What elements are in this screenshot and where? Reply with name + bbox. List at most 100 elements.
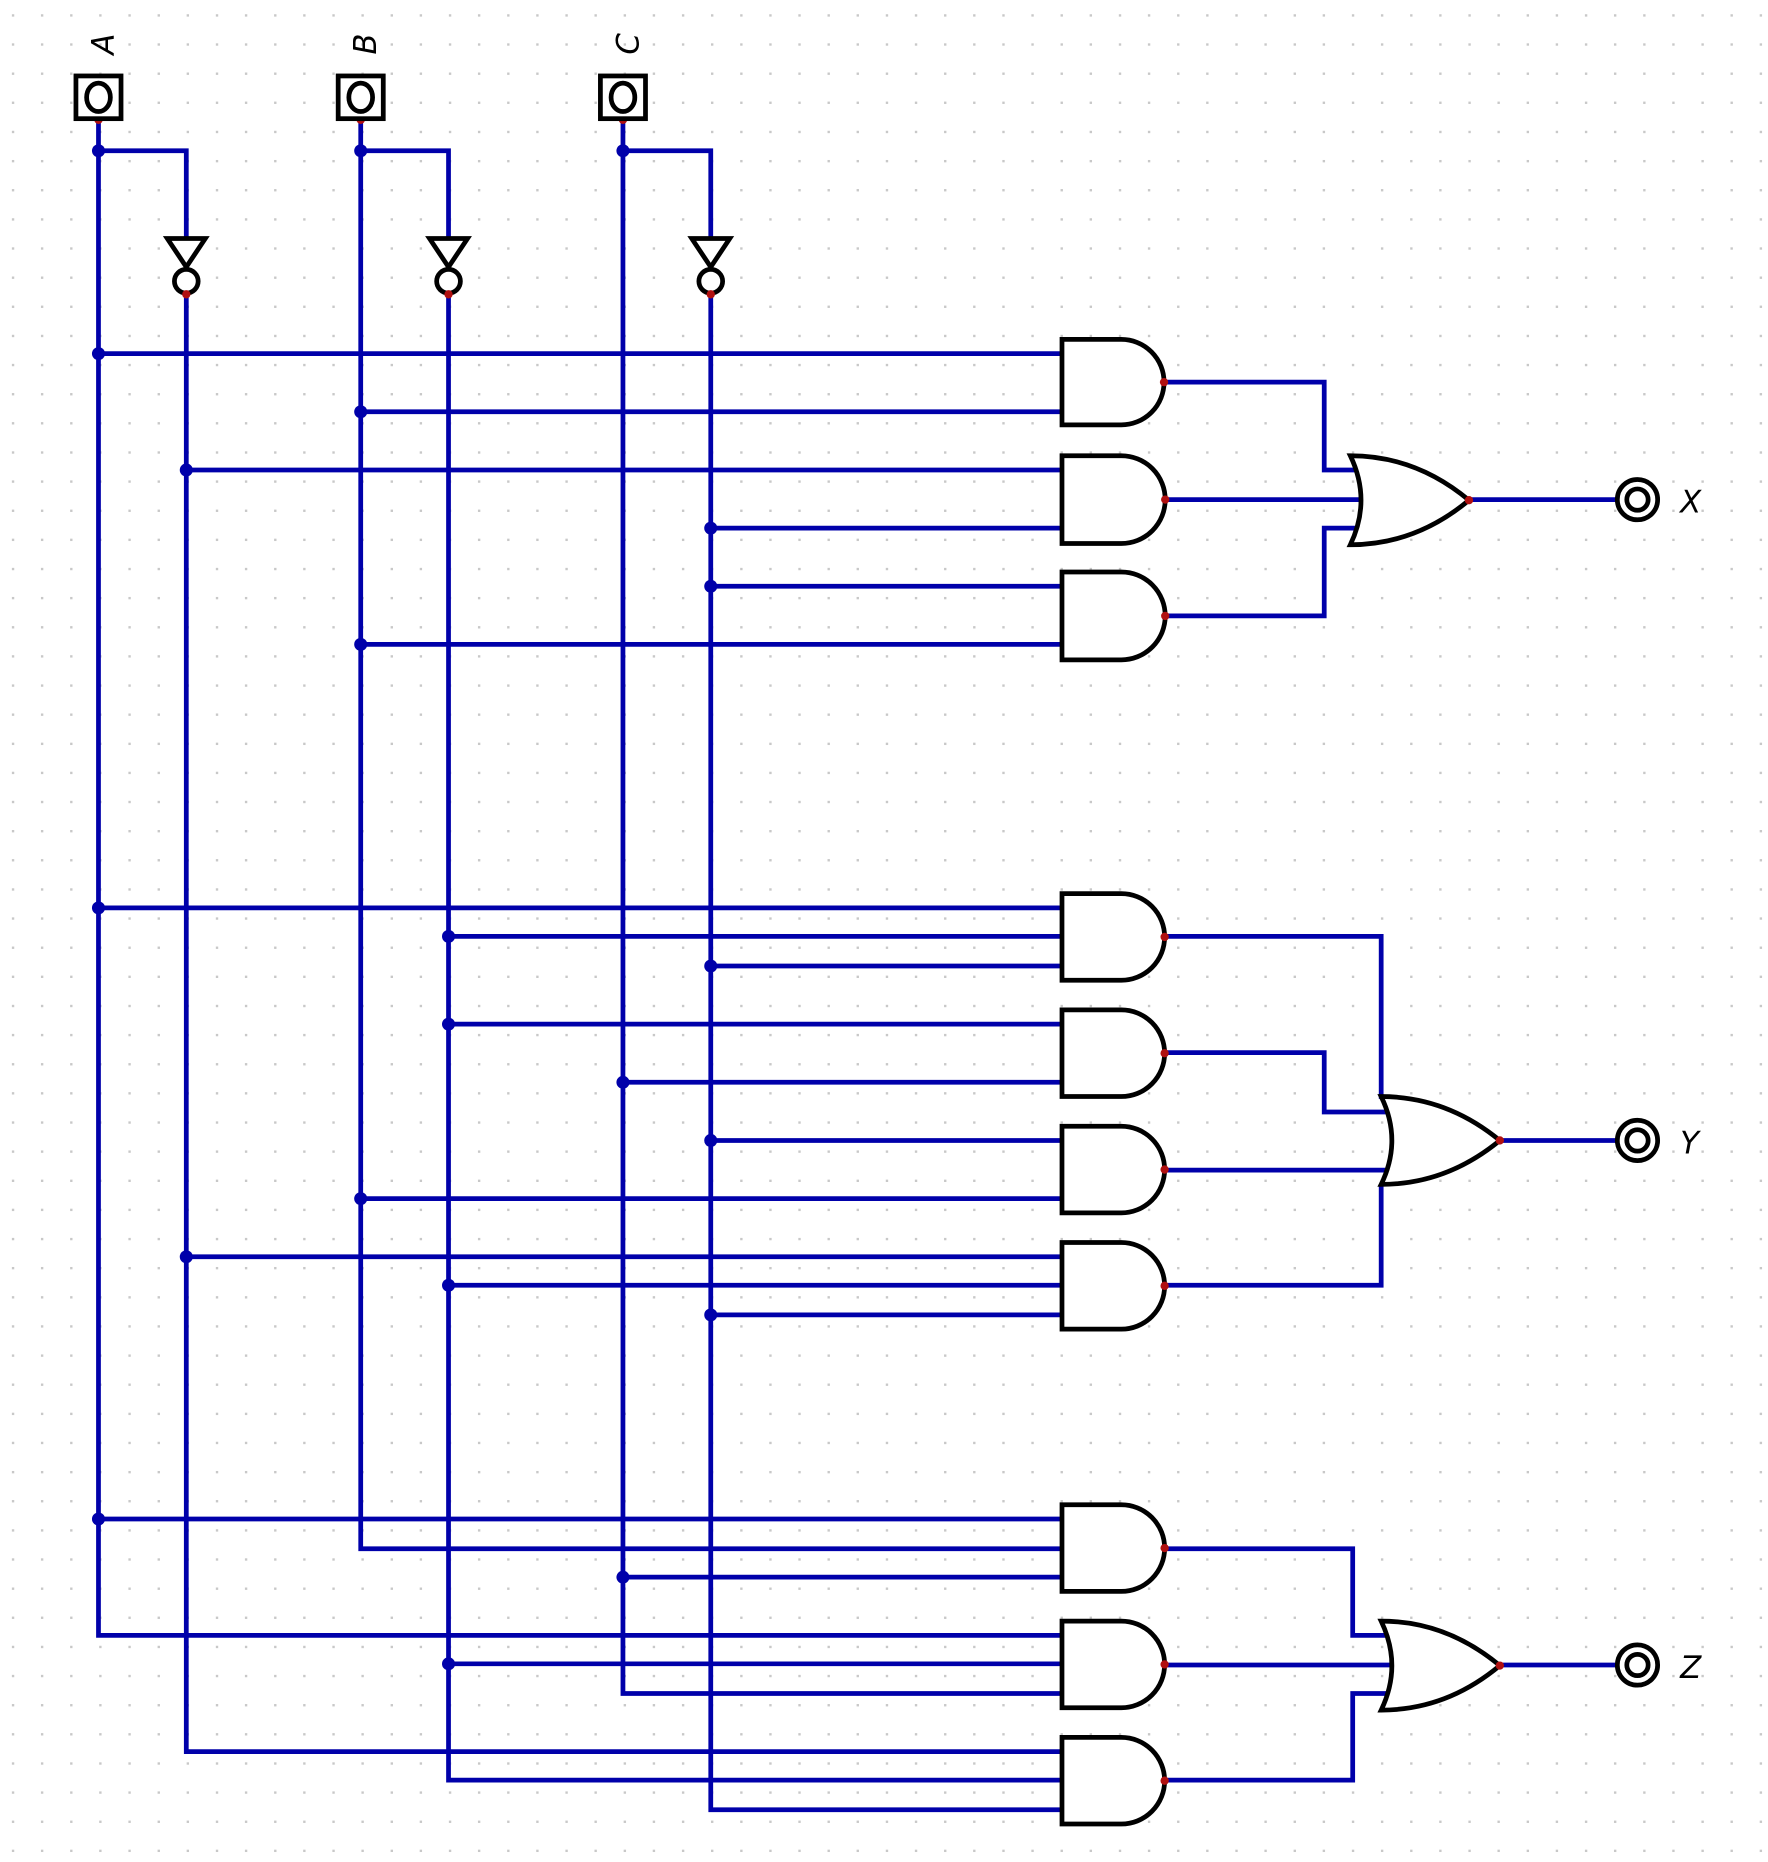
grid-dot [1002, 1820, 1005, 1823]
grid-dot [1351, 189, 1355, 192]
grid-dot [769, 538, 772, 542]
grid-dot [215, 684, 219, 687]
grid-dot [477, 218, 481, 221]
grid-dot [769, 334, 772, 338]
grid-dot [186, 1762, 190, 1765]
grid-dot [1118, 1237, 1122, 1241]
grid-dot [70, 1237, 73, 1241]
grid-dot [419, 130, 423, 134]
grid-dot [303, 684, 306, 687]
grid-dot [1613, 218, 1617, 221]
grid-dot [1468, 247, 1471, 250]
grid-dot [594, 1354, 597, 1357]
grid-dot [274, 305, 277, 308]
grid-dot [11, 509, 15, 512]
grid-dot [1351, 830, 1355, 833]
grid-dot [536, 1704, 539, 1707]
grid-dot [594, 1092, 597, 1095]
grid-dot [944, 1674, 947, 1678]
grid-dot [1410, 888, 1413, 891]
grid-dot [390, 1325, 393, 1328]
grid-dot [1497, 1704, 1500, 1707]
grid-dot [798, 771, 801, 775]
grid-dot [1555, 771, 1559, 775]
grid-dot [1468, 946, 1471, 949]
grid-dot [128, 655, 131, 658]
grid-dot [885, 189, 889, 192]
grid-dot [652, 1791, 656, 1794]
grid-dot [157, 1208, 160, 1212]
grid-dot [536, 1063, 539, 1066]
grid-dot [1089, 1733, 1093, 1736]
grid-dot [681, 1325, 685, 1328]
grid-dot [594, 684, 597, 687]
grid-dot [1613, 393, 1617, 396]
grid-dot [1380, 218, 1384, 221]
grid-dot [274, 713, 277, 716]
grid-dot [1526, 422, 1530, 425]
grid-dot [477, 1208, 481, 1212]
grid-dot [1031, 43, 1034, 46]
grid-dot [1031, 538, 1034, 542]
not-gate-bubble-b [434, 267, 463, 296]
grid-dot [1439, 1441, 1442, 1445]
grid-dot [1439, 830, 1442, 833]
grid-dot [1584, 771, 1588, 775]
grid-dot [70, 713, 73, 716]
grid-dot [332, 1325, 335, 1328]
grid-dot [1002, 247, 1005, 250]
grid-dot [1235, 451, 1238, 454]
grid-dot [1643, 684, 1646, 687]
grid-dot [1526, 1063, 1530, 1066]
grid-dot [1701, 1179, 1704, 1182]
output-pin-y-inner [1624, 1127, 1651, 1154]
grid-dot [1613, 1645, 1617, 1649]
grid-dot [332, 859, 335, 862]
grid-dot [944, 859, 947, 862]
grid-dot [1497, 1441, 1500, 1445]
grid-dot [769, 888, 772, 891]
grid-dot [1002, 830, 1005, 833]
grid-dot [303, 567, 306, 571]
grid-dot [652, 1674, 656, 1678]
grid-dot [70, 1266, 73, 1270]
grid-dot [244, 713, 248, 716]
grid-dot [1584, 567, 1588, 571]
grid-dot [1293, 713, 1296, 716]
grid-dot [1177, 946, 1180, 949]
grid-dot [652, 1354, 656, 1357]
grid-dot [1351, 1500, 1355, 1503]
grid-dot [1730, 159, 1733, 163]
grid-dot [798, 742, 801, 746]
grid-dot [390, 888, 393, 891]
grid-dot [1701, 1383, 1704, 1386]
grid-dot [1264, 917, 1267, 920]
grid-dot [973, 1616, 976, 1619]
grid-dot [70, 771, 73, 775]
grid-dot [1584, 626, 1588, 629]
grid-dot [1672, 1150, 1675, 1153]
grid-dot [914, 1674, 918, 1678]
grid-dot [128, 1441, 131, 1445]
grid-dot [1264, 1441, 1267, 1445]
grid-dot [1555, 1237, 1559, 1241]
grid-dot [1584, 276, 1588, 279]
grid-dot [1351, 684, 1355, 687]
grid-dot [1730, 1470, 1733, 1474]
grid-dot [594, 1004, 597, 1008]
grid-dot [914, 1150, 918, 1153]
grid-dot [40, 1441, 44, 1445]
grid-dot [565, 771, 568, 775]
grid-dot [507, 451, 510, 454]
grid-dot [1235, 596, 1238, 600]
grid-dot [1351, 305, 1355, 308]
grid-dot [1672, 189, 1675, 192]
grid-dot [1439, 159, 1442, 163]
grid-dot [11, 1237, 15, 1241]
grid-dot [1177, 451, 1180, 454]
grid-dot [973, 130, 976, 134]
grid-dot [740, 975, 743, 978]
grid-dot [1730, 1587, 1733, 1590]
gates [94, 115, 1504, 1827]
grid-dot [1555, 451, 1559, 454]
